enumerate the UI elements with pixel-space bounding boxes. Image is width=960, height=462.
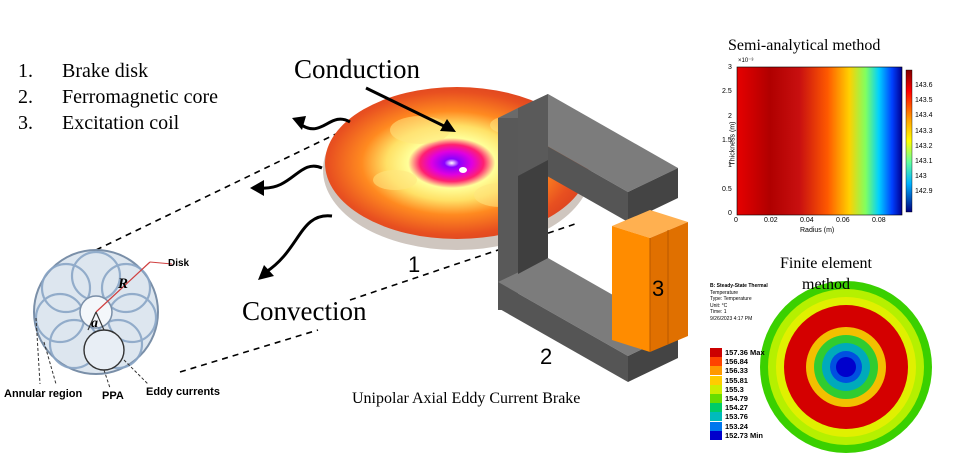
semi-analytical-plot <box>736 66 913 216</box>
fe-scale-row: 153.76 <box>710 412 765 422</box>
projection-lines <box>95 131 576 373</box>
fe-scale-swatch <box>710 394 722 404</box>
semi-exponent: ×10⁻³ <box>738 58 754 64</box>
fe-scale-row: 154.79 <box>710 394 765 404</box>
semi-ytick: 1 <box>728 162 732 169</box>
component-legend: 1. Brake disk 2. Ferromagnetic core 3. Exci… <box>18 58 218 136</box>
semi-ytick: 3 <box>728 64 732 71</box>
fe-scale-swatch <box>710 430 722 440</box>
semi-colorbar-ticks: 143.6 143.5 143.4 143.3 143.2 143.1 143 … <box>915 78 933 200</box>
legend-item: 3. Excitation coil <box>18 110 218 136</box>
fe-header-line: B: Steady-State Thermal <box>710 283 768 289</box>
fe-scale-row: 156.84 <box>710 357 765 367</box>
legend-label: Excitation coil <box>62 112 180 134</box>
fe-scale-label: 154.27 <box>725 403 748 413</box>
part-3-label: 3 <box>652 276 665 301</box>
legend-label: Ferromagnetic core <box>62 86 219 108</box>
fe-scale-row: 154.27 <box>710 403 765 413</box>
fe-scale-swatch <box>710 375 722 385</box>
fe-scale-label: 153.76 <box>725 412 748 422</box>
fe-scale-label: 152.73 Min <box>725 430 763 440</box>
fe-scale-row: 155.81 <box>710 375 765 385</box>
fe-scale-row: 155.3 <box>710 384 765 394</box>
semi-ytick: 2 <box>728 113 732 120</box>
colorbar-tick: 142.9 <box>915 188 933 196</box>
semi-ytick: 0.5 <box>722 186 732 193</box>
legend-num: 3. <box>18 112 33 134</box>
fe-scale-label: 154.79 <box>725 394 748 404</box>
part-2-label: 2 <box>540 344 553 369</box>
legend-num: 2. <box>18 86 33 108</box>
inset-radius-label: R <box>118 276 129 292</box>
fe-scale-label: 155.3 <box>725 384 744 394</box>
convection-arrows <box>261 117 351 274</box>
semi-xtick: 0 <box>734 217 738 224</box>
semi-ytick: 1.5 <box>722 137 732 144</box>
inset-ppa-label: PPA <box>102 390 124 402</box>
semi-ytick: 2.5 <box>722 88 732 95</box>
disk-hotspot <box>459 167 467 173</box>
inset-disk-label: Disk <box>168 258 190 269</box>
fe-scale-label: 157.36 Max <box>725 348 765 358</box>
inset-angle-label: a <box>91 316 98 331</box>
inset-annular-region-label: Annular region <box>4 388 83 400</box>
colorbar-tick: 143.2 <box>915 142 933 150</box>
fe-scale-label: 155.81 <box>725 375 748 385</box>
colorbar-tick: 143.3 <box>915 127 933 135</box>
fe-scale-row: 156.33 <box>710 366 765 376</box>
fe-scale-label: 153.24 <box>725 421 748 431</box>
semi-xlabel: Radius (m) <box>800 227 835 234</box>
excitation-coil <box>612 210 688 352</box>
fe-header: B: Steady-State Thermal Temperature Type… <box>710 283 768 322</box>
legend-item: 1. Brake disk <box>18 58 218 84</box>
colorbar-tick: 143.6 <box>915 82 933 89</box>
fe-scale-label: 156.84 <box>725 357 748 367</box>
fe-scale-swatch <box>710 412 722 422</box>
finite-element-title: Finite element method <box>780 255 872 293</box>
fe-scale-swatch <box>710 348 722 358</box>
fe-scale-row: 153.24 <box>710 421 765 431</box>
fe-scale-row: 152.73 Min <box>710 430 765 440</box>
colorbar-tick: 143 <box>915 173 927 181</box>
semi-ytick: 0 <box>728 210 732 217</box>
finite-element-plot <box>760 281 932 453</box>
fe-scale-swatch <box>710 366 722 376</box>
fe-header-line: Unit: °C <box>710 302 728 309</box>
legend-num: 1. <box>18 60 33 82</box>
semi-xtick: 0.02 <box>764 217 778 224</box>
fe-scale-row: 157.36 Max <box>710 348 765 358</box>
disk-inset <box>33 249 173 389</box>
inset-eddy-currents-label: Eddy currents <box>146 386 220 398</box>
ferromagnetic-core <box>498 94 678 382</box>
fe-scale-swatch <box>710 421 722 431</box>
fe-scale-swatch <box>710 403 722 413</box>
fe-scale-swatch <box>710 384 722 394</box>
colorbar-tick: 143.5 <box>915 97 933 105</box>
conduction-label: Conduction <box>294 54 420 84</box>
colorbar-tick: 143.4 <box>915 112 933 120</box>
brake-caption: Unipolar Axial Eddy Current Brake <box>352 390 581 407</box>
fe-header-line: Type: Temperature <box>710 296 752 302</box>
fe-header-line: Temperature <box>710 289 739 296</box>
legend-label: Brake disk <box>62 60 149 82</box>
fe-scale-swatch <box>710 357 722 367</box>
semi-xtick: 0.04 <box>800 217 814 224</box>
colorbar-tick: 143.1 <box>915 158 933 166</box>
fe-header-line: Time: 1 <box>710 309 727 315</box>
semi-analytical-title: Semi-analytical method <box>728 37 881 54</box>
part-1-label: 1 <box>408 252 421 277</box>
fe-scale-label: 156.33 <box>725 366 748 376</box>
fe-header-line: 9/26/2023 4:17 PM <box>710 315 753 322</box>
convection-label: Convection <box>242 296 367 326</box>
conduction-arrow <box>365 86 456 132</box>
semi-xtick: 0.08 <box>872 217 886 224</box>
semi-xtick: 0.06 <box>836 217 850 224</box>
legend-item: 2. Ferromagnetic core <box>18 84 218 110</box>
